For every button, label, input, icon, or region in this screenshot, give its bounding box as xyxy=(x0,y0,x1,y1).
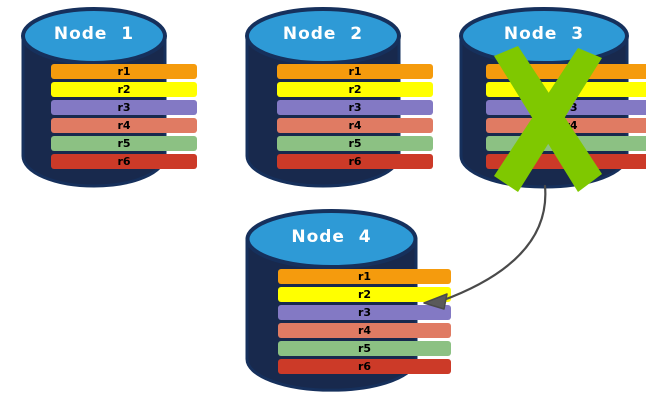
record-r3[interactable]: r3 xyxy=(278,305,451,320)
record-r2[interactable]: r2 xyxy=(486,82,646,97)
record-r4[interactable]: r4 xyxy=(277,118,433,133)
record-r1-label: r1 xyxy=(348,65,362,78)
record-r2-label: r2 xyxy=(117,83,131,96)
record-r3-label: r3 xyxy=(357,306,372,319)
record-r2-label: r2 xyxy=(564,83,578,96)
record-r4-label: r4 xyxy=(117,119,131,132)
record-r2[interactable]: r2 xyxy=(51,82,197,97)
record-r2-label: r2 xyxy=(357,288,372,301)
record-r1-label: r1 xyxy=(564,65,578,78)
record-r6[interactable]: r6 xyxy=(277,154,433,169)
record-r3-label: r3 xyxy=(348,101,362,114)
record-r5[interactable]: r5 xyxy=(486,136,646,151)
record-r1[interactable]: r1 xyxy=(486,64,646,79)
record-r1[interactable]: r1 xyxy=(277,64,433,79)
node-1[interactable]: Node 1 r1 r2 r3 r4 r5 r6 xyxy=(21,6,197,188)
record-r1-label: r1 xyxy=(357,270,372,283)
record-r6-label: r6 xyxy=(564,155,578,168)
record-r5[interactable]: r5 xyxy=(278,341,451,356)
record-r3[interactable]: r3 xyxy=(486,100,646,115)
record-r6[interactable]: r6 xyxy=(486,154,646,169)
record-r3-label: r3 xyxy=(564,101,578,114)
record-r5[interactable]: r5 xyxy=(51,136,197,151)
record-r2-label: r2 xyxy=(348,83,362,96)
record-r2[interactable]: r2 xyxy=(278,287,451,302)
record-r5-label: r5 xyxy=(117,137,131,150)
record-r1[interactable]: r1 xyxy=(51,64,197,79)
node-3[interactable]: Node 3 r1 r2 r3 r4 r5 r6 xyxy=(459,6,646,189)
node-1-record-stack: r1 r2 r3 r4 r5 r6 xyxy=(21,64,227,169)
record-r3[interactable]: r3 xyxy=(277,100,433,115)
record-r1[interactable]: r1 xyxy=(278,269,451,284)
record-r4[interactable]: r4 xyxy=(51,118,197,133)
record-r5[interactable]: r5 xyxy=(277,136,433,151)
record-r6-label: r6 xyxy=(117,155,131,168)
node-4[interactable]: Node 4 r1 r2 r3 r4 r5 r6 xyxy=(245,207,451,392)
record-r5-label: r5 xyxy=(357,342,372,355)
record-r4-label: r4 xyxy=(348,119,362,132)
record-r1-label: r1 xyxy=(117,65,131,78)
record-r6-label: r6 xyxy=(348,155,362,168)
node-2[interactable]: Node 2 r1 r2 r3 r4 r5 r6 xyxy=(245,6,433,188)
record-r6-label: r6 xyxy=(357,360,372,373)
node-4-record-stack: r1 r2 r3 r4 r5 r6 xyxy=(245,269,484,374)
record-r2[interactable]: r2 xyxy=(277,82,433,97)
record-r4[interactable]: r4 xyxy=(486,118,646,133)
record-r4-label: r4 xyxy=(564,119,578,132)
record-r6[interactable]: r6 xyxy=(278,359,451,374)
record-r4[interactable]: r4 xyxy=(278,323,451,338)
record-r4-label: r4 xyxy=(357,324,372,337)
record-r5-label: r5 xyxy=(348,137,362,150)
record-r3[interactable]: r3 xyxy=(51,100,197,115)
record-r3-label: r3 xyxy=(117,101,131,114)
node-2-record-stack: r1 r2 r3 r4 r5 r6 xyxy=(245,64,465,169)
node-3-record-stack: r1 r2 r3 r4 r5 r6 xyxy=(459,64,646,169)
record-r5-label: r5 xyxy=(564,137,578,150)
record-r6[interactable]: r6 xyxy=(51,154,197,169)
